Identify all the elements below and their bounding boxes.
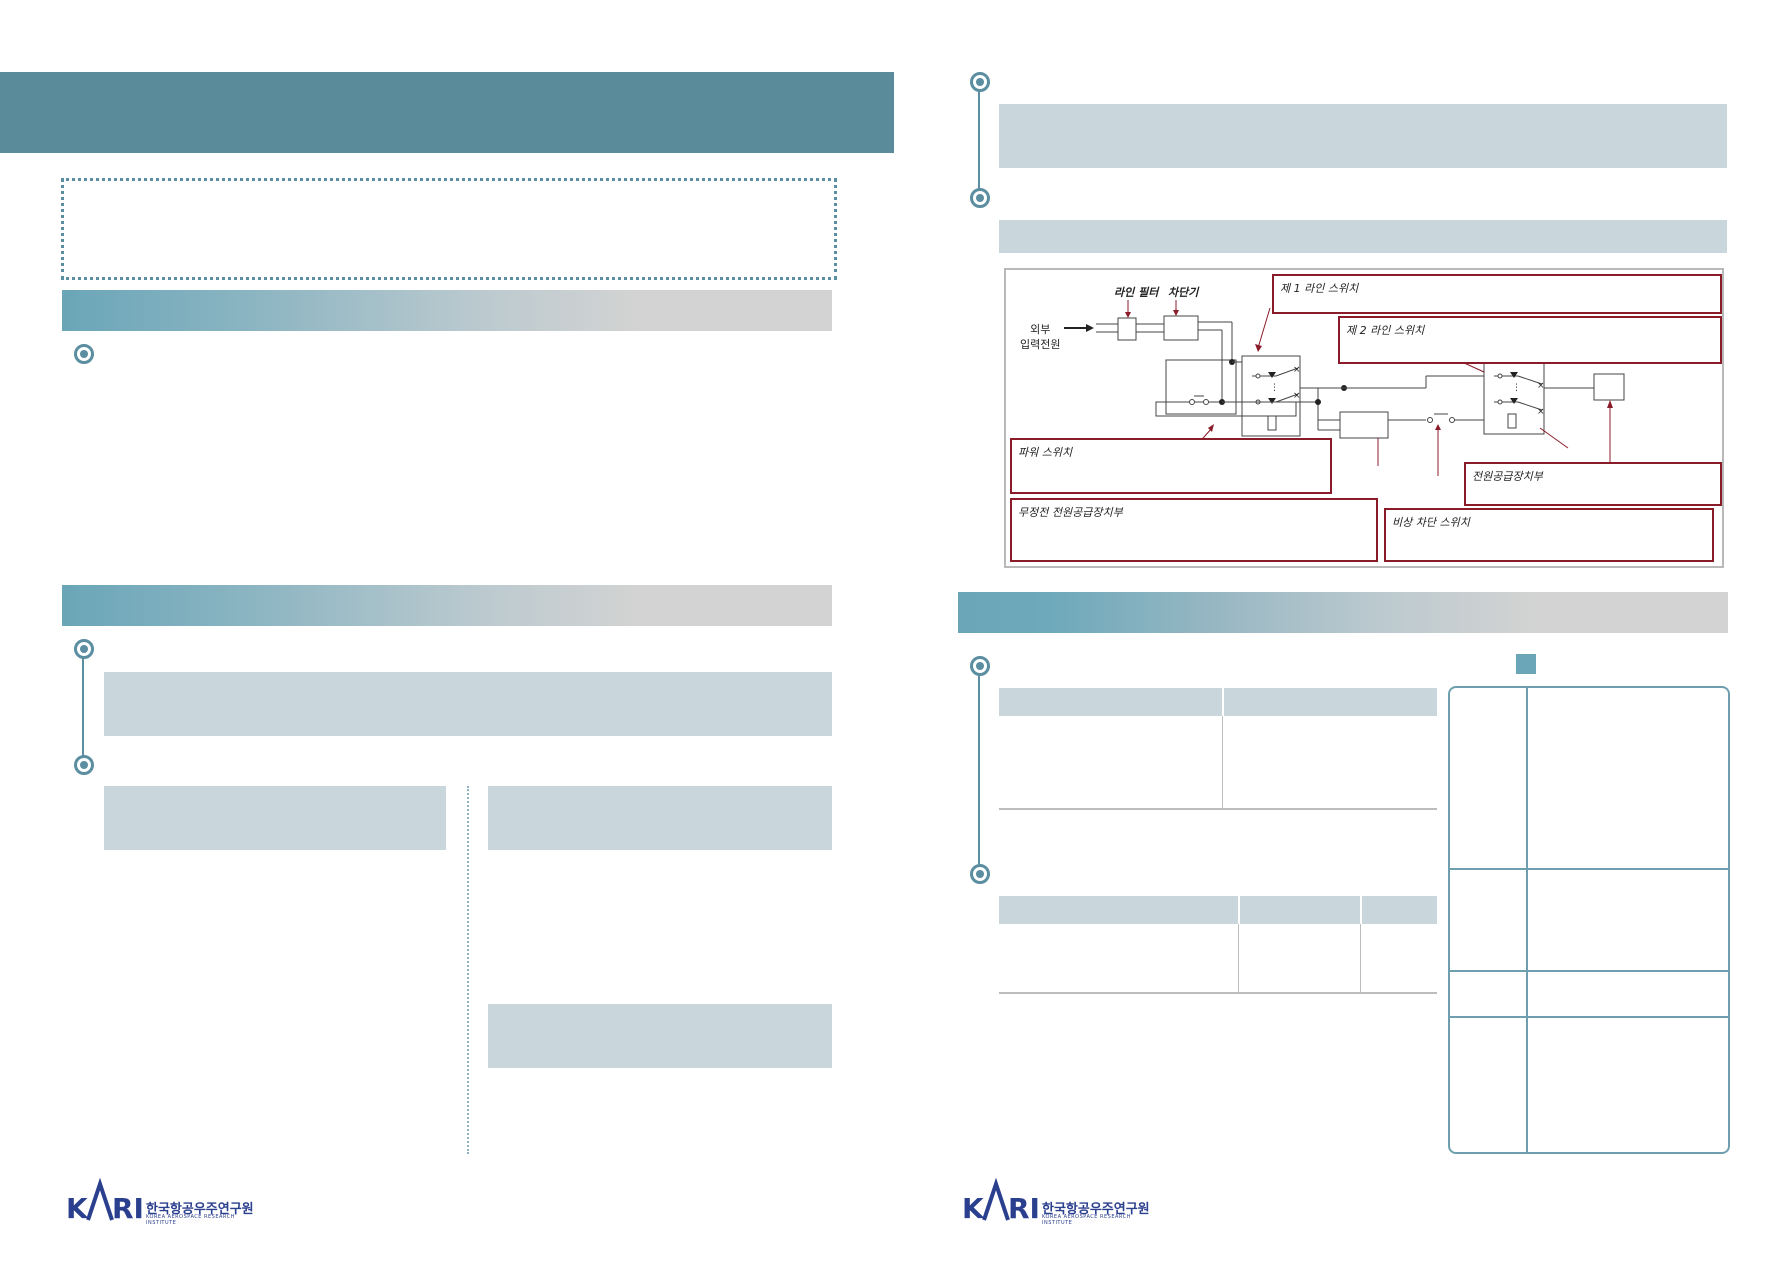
bullet-connector-line: [978, 82, 980, 198]
bullet-connector-line: [82, 650, 84, 762]
logo-korean-name: 한국항공우주연구원: [146, 1202, 254, 1217]
svg-text:×: ×: [1293, 391, 1301, 401]
table-1-column-divider: [1222, 716, 1223, 808]
callout-ups-unit: 무정전 전원공급장치부: [1010, 498, 1378, 562]
bullet-icon: [970, 656, 990, 676]
spec-rounded-box: [1448, 686, 1730, 1154]
column-divider: [467, 786, 469, 1154]
svg-text:×: ×: [1537, 381, 1545, 391]
diagram-label-external-input: 외부 입력전원: [1020, 323, 1061, 351]
svg-text:×: ×: [1293, 365, 1301, 375]
svg-text:⋮: ⋮: [1512, 383, 1521, 393]
bullet-icon: [74, 755, 94, 775]
content-panel: [999, 104, 1727, 168]
callout-emergency-switch: 비상 차단 스위치: [1384, 508, 1714, 562]
callout-line2-switch-label: 제 2 라인 스위치: [1346, 324, 1425, 337]
diagram-label-breaker: 차단기: [1168, 286, 1199, 299]
logo-english-name: KOREA AEROSPACE RESEARCH INSTITUTE: [1042, 1214, 1131, 1226]
table-1-header-divider: [1222, 688, 1224, 808]
kari-logo: K RI 한국항공우주연구원 KOREA AEROSPACE RESEARCH …: [962, 1176, 1162, 1226]
diagram-wiring: ⋮ × × ⋮ ×: [1064, 300, 1625, 476]
table-2-header-divider: [1360, 896, 1362, 924]
table-2-bottom-rule: [999, 992, 1437, 994]
content-panel: [488, 1004, 832, 1068]
callout-line2-switch: 제 2 라인 스위치: [1338, 316, 1722, 364]
callout-line1-switch-label: 제 1 라인 스위치: [1280, 282, 1359, 295]
callout-psu-unit: 전원공급장치부: [1464, 462, 1722, 506]
spec-box-row-divider: [1450, 1016, 1728, 1018]
summary-dotted-box: [61, 178, 837, 280]
bullet-icon: [970, 72, 990, 92]
kari-logo: K RI 한국항공우주연구원 KOREA AEROSPACE RESEARCH …: [66, 1176, 266, 1226]
logo-english-name: KOREA AEROSPACE RESEARCH INSTITUTE: [146, 1214, 235, 1226]
bullet-icon: [74, 639, 94, 659]
table-1-bottom-rule: [999, 808, 1437, 810]
content-panel: [104, 786, 446, 850]
power-system-diagram: ⋮ × × ⋮ ×: [1004, 268, 1724, 568]
callout-emergency-switch-label: 비상 차단 스위치: [1392, 516, 1470, 529]
table-2-column-divider: [1238, 924, 1239, 992]
logo-korean-name: 한국항공우주연구원: [1042, 1202, 1150, 1217]
spec-box-row-divider: [1450, 868, 1728, 870]
table-1-header: [999, 688, 1437, 716]
kari-logo-mark: K RI: [962, 1177, 1040, 1225]
svg-text:⋮: ⋮: [1270, 383, 1279, 393]
bullet-icon: [74, 344, 94, 364]
section-header-bar-2: [62, 585, 832, 626]
svg-text:K: K: [962, 1192, 985, 1225]
bullet-icon: [970, 864, 990, 884]
callout-psu-unit-label: 전원공급장치부: [1472, 470, 1543, 483]
svg-text:K: K: [66, 1192, 89, 1225]
table-2-header-divider: [1238, 896, 1240, 924]
spec-box-row-divider: [1450, 970, 1728, 972]
table-2-column-divider: [1360, 924, 1361, 992]
callout-ups-unit-label: 무정전 전원공급장치부: [1018, 506, 1123, 519]
diagram-caption-panel: [999, 220, 1727, 253]
svg-text:RI: RI: [112, 1192, 144, 1225]
table-2-header: [999, 896, 1437, 924]
content-panel: [104, 672, 832, 736]
spec-box-column-divider: [1526, 688, 1528, 1152]
callout-power-switch: 파워 스위치: [1010, 438, 1332, 494]
content-panel: [488, 786, 832, 850]
callout-power-switch-label: 파워 스위치: [1018, 446, 1073, 459]
legend-square-icon: [1516, 654, 1536, 674]
callout-line1-switch: 제 1 라인 스위치: [1272, 274, 1722, 314]
svg-text:×: ×: [1537, 407, 1545, 417]
bullet-connector-line: [978, 666, 980, 874]
svg-text:RI: RI: [1008, 1192, 1040, 1225]
kari-logo-mark: K RI: [66, 1177, 144, 1225]
page-title-bar: [0, 72, 894, 153]
bullet-icon: [970, 188, 990, 208]
diagram-label-line-filter: 라인 필터: [1114, 286, 1159, 299]
section-header-bar-3: [958, 592, 1728, 633]
section-header-bar-1: [62, 290, 832, 331]
